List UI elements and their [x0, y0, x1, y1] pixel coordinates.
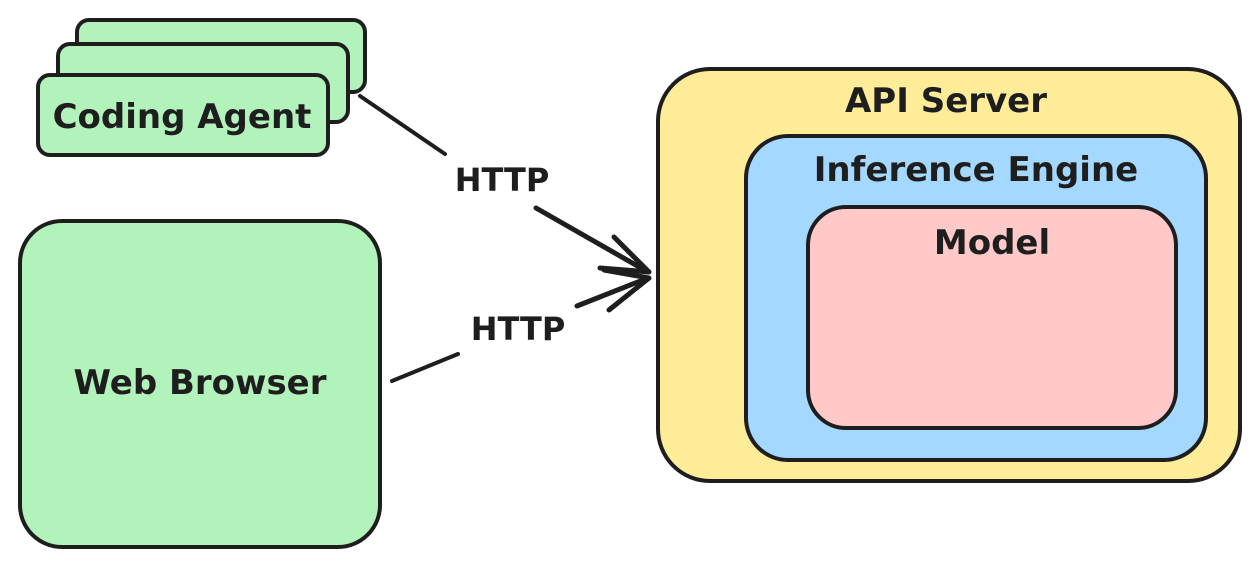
- arrow-head-web-browser: [601, 267, 652, 313]
- arrow-shaft-web-browser-upper: [574, 275, 651, 309]
- http-arrow-web-browser: HTTP: [390, 267, 652, 383]
- model-node: Model: [806, 205, 1178, 430]
- api-server-label: API Server: [845, 81, 1047, 121]
- web-browser-label: Web Browser: [73, 363, 326, 403]
- inference-engine-label: Inference Engine: [814, 150, 1138, 190]
- model-label: Model: [934, 223, 1050, 263]
- web-browser-node: Web Browser: [18, 219, 382, 549]
- http-label-web-browser: HTTP: [471, 310, 566, 348]
- arrow-shaft-web-browser: [390, 352, 460, 383]
- coding-agent-label: Coding Agent: [53, 97, 312, 137]
- http-arrow-coding-agent: HTTP: [358, 94, 652, 275]
- arrow-shaft-coding-agent-lower: [533, 205, 651, 275]
- coding-agent-card-front: [36, 73, 330, 157]
- model-box: [806, 205, 1178, 430]
- http-label-coding-agent: HTTP: [455, 161, 550, 199]
- arrow-head-coding-agent: [597, 234, 652, 275]
- coding-agent-stack: Coding Agent: [36, 18, 367, 157]
- arrow-shaft-coding-agent: [358, 94, 447, 156]
- web-browser-box: [18, 219, 382, 549]
